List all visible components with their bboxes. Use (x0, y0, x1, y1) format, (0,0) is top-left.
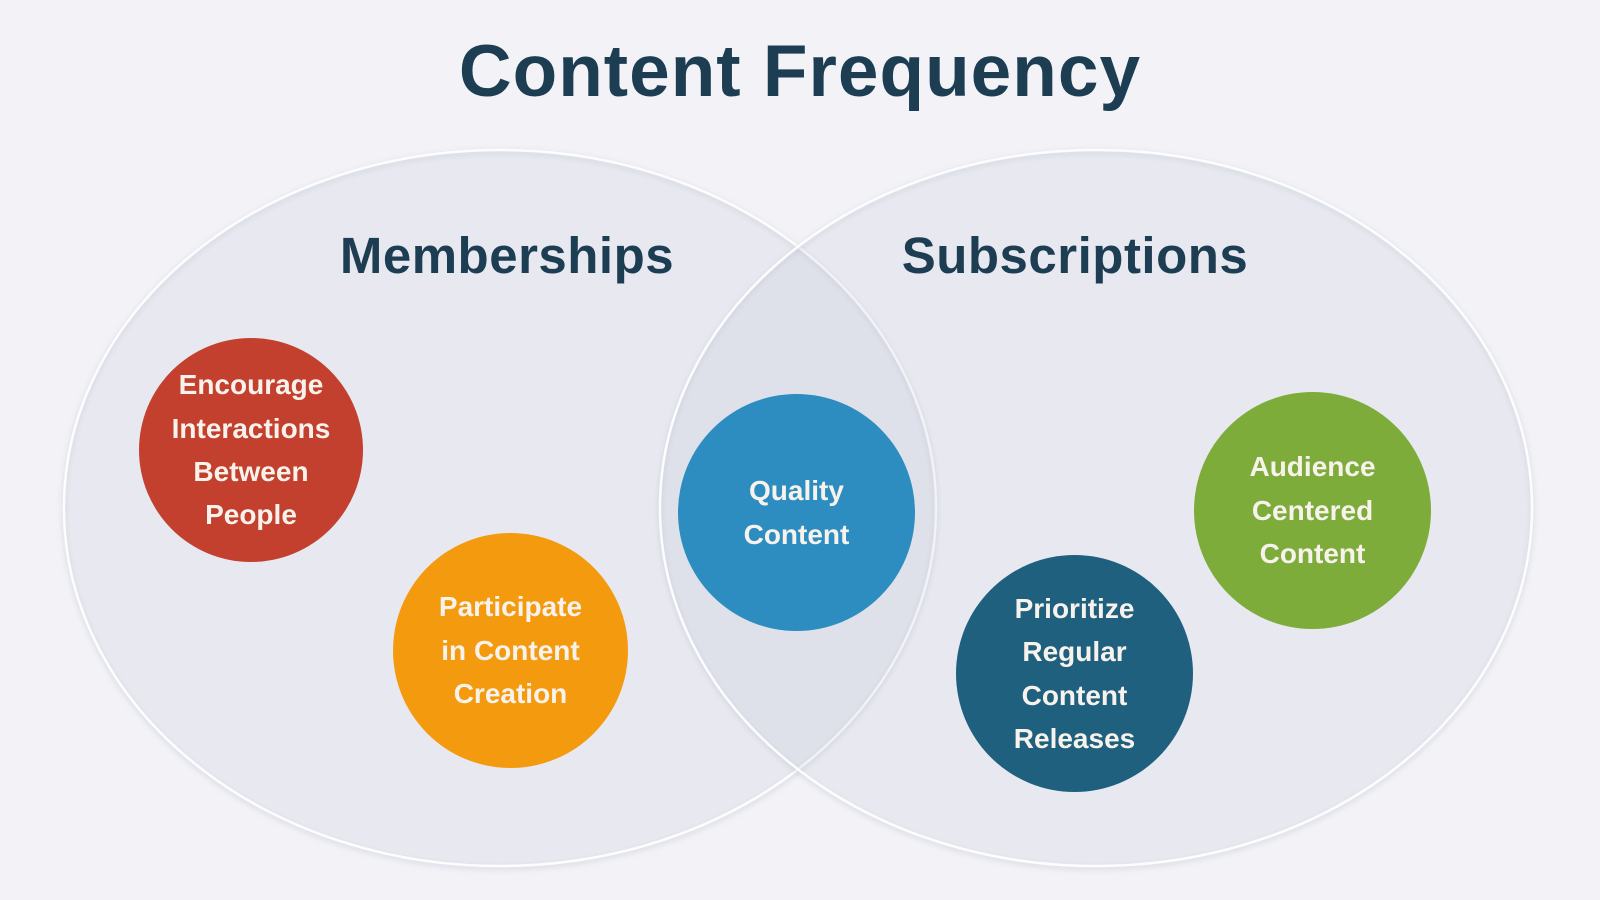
bubble-participate-creation-label: Participate in Content Creation (438, 591, 583, 710)
set-label-subscriptions: Subscriptions (901, 227, 1249, 284)
bubble-regular-releases-label: Prioritize Regular Content Releases (1013, 592, 1136, 754)
bubble-audience-centered: Audience Centered Content (1194, 392, 1431, 629)
bubble-regular-releases: Prioritize Regular Content Releases (956, 555, 1193, 792)
bubble-participate-creation: Participate in Content Creation (393, 533, 628, 768)
bubble-audience-centered-label: Audience Centered Content (1249, 451, 1376, 570)
set-label-memberships: Memberships (339, 227, 675, 284)
bubble-encourage-interactions: Encourage Interactions Between People (139, 338, 363, 562)
bubble-quality-content: Quality Content (678, 394, 915, 631)
bubble-quality-content-label: Quality Content (743, 475, 850, 550)
page-title: Content Frequency (458, 31, 1142, 112)
bubble-encourage-interactions-label: Encourage Interactions Between People (171, 369, 331, 531)
venn-ellipse-subscriptions (658, 148, 1534, 868)
